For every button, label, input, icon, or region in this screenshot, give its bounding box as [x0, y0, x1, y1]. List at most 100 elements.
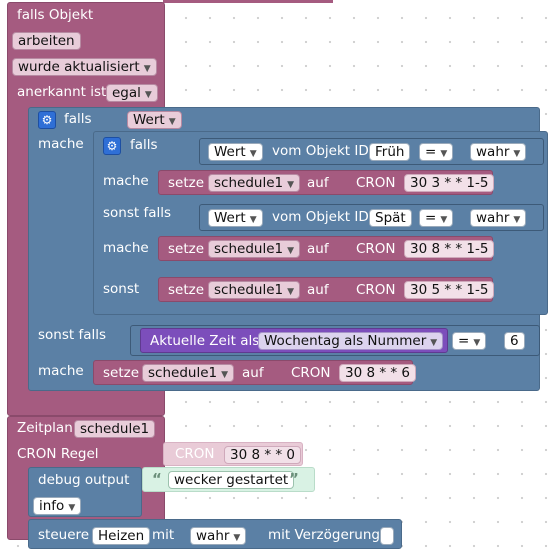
debug-block[interactable]	[28, 467, 142, 517]
gear-icon[interactable]: ⚙	[38, 111, 56, 129]
ack-label: anerkannt ist	[17, 84, 107, 100]
dropdown-arrow-icon: ▼	[221, 370, 229, 380]
object-name-field[interactable]: arbeiten	[12, 32, 81, 50]
cond2-vom-objekt-label: vom Objekt ID	[272, 209, 369, 225]
cond1-wert-value: Wert	[214, 144, 246, 160]
close-quote-icon: ”	[289, 470, 299, 488]
gear-icon[interactable]: ⚙	[103, 137, 121, 155]
cond1-object-id[interactable]: Früh	[369, 143, 411, 161]
inner-falls-label: falls	[130, 137, 158, 153]
setze-2-auf-label: auf	[307, 241, 329, 257]
time-label: Aktuelle Zeit als	[150, 333, 260, 349]
setze-2-var-dropdown[interactable]: schedule1▼	[208, 240, 301, 258]
outer-sonst-falls-label: sonst falls	[38, 327, 107, 343]
cond1-operator-value: =	[425, 144, 437, 160]
cond2-value: wahr	[476, 210, 510, 226]
cond2-operator-value: =	[425, 210, 437, 226]
dropdown-arrow-icon: ▼	[68, 503, 76, 513]
setze-4-var-dropdown[interactable]: schedule1▼	[142, 364, 235, 382]
dropdown-arrow-icon: ▼	[287, 180, 295, 190]
debug-level-value: info	[39, 498, 65, 514]
outer-wert-value: Wert	[133, 112, 165, 128]
outer-mache-label: mache	[38, 136, 84, 152]
zeitplan-label: Zeitplan	[17, 420, 73, 436]
setze-1-cron-label: CRON	[356, 175, 396, 191]
event-dropdown[interactable]: wurde aktualisiert▼	[12, 58, 157, 76]
previous-block-edge	[163, 0, 333, 3]
cond2-object-id[interactable]: Spät	[369, 209, 412, 227]
falls-objekt-label: falls Objekt	[17, 7, 94, 23]
inner-mache-label: mache	[103, 173, 149, 189]
cond2-value-dropdown[interactable]: wahr▼	[470, 209, 527, 227]
setze-2-cron-value[interactable]: 30 8 * * 1-5	[404, 240, 495, 258]
cond1-value-dropdown[interactable]: wahr▼	[470, 143, 527, 161]
cron-rule-value[interactable]: 30 8 * * 0	[224, 446, 302, 464]
cond1-operator-dropdown[interactable]: =▼	[419, 143, 454, 161]
setze-3-var: schedule1	[214, 282, 284, 298]
cond2-wert-value: Wert	[214, 210, 246, 226]
inner-mache2-label: mache	[103, 240, 149, 256]
dropdown-arrow-icon: ▼	[249, 149, 257, 159]
setze-4-label: setze	[103, 365, 140, 381]
setze-1-var: schedule1	[214, 175, 284, 191]
setze-1-var-dropdown[interactable]: schedule1▼	[208, 174, 301, 192]
dropdown-arrow-icon: ▼	[473, 338, 481, 348]
time-option-dropdown[interactable]: Wochentag als Nummer▼	[258, 332, 444, 350]
dropdown-arrow-icon: ▼	[513, 215, 521, 225]
setze-2-cron-label: CRON	[356, 241, 396, 257]
ack-dropdown-value: egal	[112, 85, 141, 101]
zeitplan-var[interactable]: schedule1	[74, 420, 156, 438]
outer-wert-dropdown[interactable]: Wert▼	[127, 111, 182, 129]
event-dropdown-value: wurde aktualisiert	[18, 59, 140, 75]
dropdown-arrow-icon: ▼	[440, 149, 448, 159]
dropdown-arrow-icon: ▼	[144, 90, 152, 100]
time-operator-value: =	[458, 333, 470, 349]
time-operator-dropdown[interactable]: =▼	[452, 332, 487, 350]
dropdown-arrow-icon: ▼	[287, 287, 295, 297]
steuere-delay-checkbox[interactable]	[380, 527, 394, 545]
inner-sonst-label: sonst	[103, 281, 140, 297]
setze-4-cron-value[interactable]: 30 8 * * 6	[339, 364, 417, 382]
dropdown-arrow-icon: ▼	[287, 246, 295, 256]
setze-2-var: schedule1	[214, 241, 284, 257]
steuere-value: wahr	[196, 528, 230, 544]
setze-2-label: setze	[168, 241, 205, 257]
outer-falls-label: falls	[64, 111, 92, 127]
debug-label: debug output	[38, 472, 130, 488]
setze-3-cron-value[interactable]: 30 5 * * 1-5	[404, 281, 495, 299]
steuere-value-dropdown[interactable]: wahr▼	[190, 527, 247, 545]
outer-mache2-label: mache	[38, 363, 84, 379]
setze-4-auf-label: auf	[242, 365, 264, 381]
cond2-wert-dropdown[interactable]: Wert▼	[208, 209, 263, 227]
dropdown-arrow-icon: ▼	[168, 117, 176, 127]
setze-1-cron-value[interactable]: 30 3 * * 1-5	[404, 174, 495, 192]
dropdown-arrow-icon: ▼	[143, 64, 151, 74]
dropdown-arrow-icon: ▼	[430, 338, 438, 348]
cron-rule-label: CRON	[175, 446, 215, 462]
dropdown-arrow-icon: ▼	[233, 533, 241, 543]
setze-1-auf-label: auf	[307, 175, 329, 191]
setze-1-label: setze	[168, 175, 205, 191]
time-value-field[interactable]: 6	[504, 332, 525, 350]
cond2-operator-dropdown[interactable]: =▼	[419, 209, 454, 227]
steuere-label: steuere	[38, 527, 90, 543]
setze-3-label: setze	[168, 282, 205, 298]
time-option-value: Wochentag als Nummer	[264, 333, 427, 349]
setze-4-cron-label: CRON	[291, 365, 331, 381]
setze-3-cron-label: CRON	[356, 282, 396, 298]
dropdown-arrow-icon: ▼	[440, 215, 448, 225]
debug-text-value[interactable]: wecker gestartet	[168, 471, 295, 489]
steuere-object[interactable]: Heizen	[92, 527, 151, 545]
open-quote-icon: “	[152, 470, 162, 488]
cond1-wert-dropdown[interactable]: Wert▼	[208, 143, 263, 161]
dropdown-arrow-icon: ▼	[513, 149, 521, 159]
ack-dropdown[interactable]: egal▼	[106, 84, 158, 102]
setze-4-var: schedule1	[148, 365, 218, 381]
cron-regel-label: CRON Regel	[17, 446, 99, 462]
setze-3-auf-label: auf	[307, 282, 329, 298]
debug-level-dropdown[interactable]: info▼	[33, 497, 82, 515]
setze-3-var-dropdown[interactable]: schedule1▼	[208, 281, 301, 299]
cond1-vom-objekt-label: vom Objekt ID	[272, 143, 369, 159]
steuere-delay-label: mit Verzögerung	[268, 527, 380, 543]
